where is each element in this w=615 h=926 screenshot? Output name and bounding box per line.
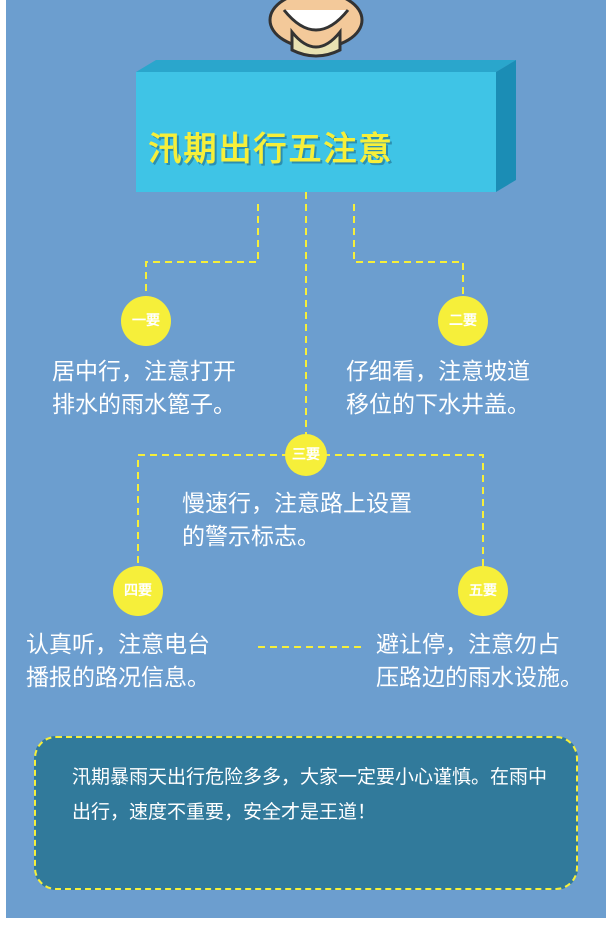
tip-3-text: 慢速行，注意路上设置 的警示标志。 bbox=[182, 488, 412, 554]
tip-4-text: 认真听，注意电台 播报的路况信息。 bbox=[26, 629, 210, 695]
tip-4-line-2: 播报的路况信息。 bbox=[26, 665, 210, 691]
badge-3: 三要 bbox=[285, 434, 327, 476]
tip-2-line-2: 移位的下水井盖。 bbox=[346, 392, 530, 418]
tip-2-text: 仔细看，注意坡道 移位的下水井盖。 bbox=[346, 356, 530, 422]
tip-5-line-2: 压路边的雨水设施。 bbox=[376, 665, 583, 691]
tip-1-line-2: 排水的雨水篦子。 bbox=[52, 392, 236, 418]
badge-5: 五要 bbox=[458, 566, 508, 616]
tip-3-line-1: 慢速行，注意路上设置 bbox=[182, 491, 412, 517]
tip-2-line-1: 仔细看，注意坡道 bbox=[346, 359, 530, 385]
tip-4-line-1: 认真听，注意电台 bbox=[26, 632, 210, 658]
tip-5-line-1: 避让停，注意勿占 bbox=[376, 632, 560, 658]
badge-4: 四要 bbox=[113, 566, 163, 616]
connector-lines bbox=[137, 192, 484, 648]
title-text: 汛期出行五注意 bbox=[148, 129, 394, 168]
title-box-top bbox=[136, 60, 516, 72]
summary-note-text: 汛期暴雨天出行危险多多，大家一定要小心谨慎。在雨中出行，速度不重要，安全才是王道… bbox=[72, 766, 548, 823]
infographic-canvas: 汛期出行五注意 一要 二要 三要 四要 五要 居中行，注意打开 排水的雨水篦子。… bbox=[6, 0, 606, 918]
summary-note-box: 汛期暴雨天出行危险多多，大家一定要小心谨慎。在雨中出行，速度不重要，安全才是王道… bbox=[34, 736, 578, 890]
tip-1-text: 居中行，注意打开 排水的雨水篦子。 bbox=[52, 356, 236, 422]
title-box-side bbox=[496, 60, 516, 192]
tip-1-line-1: 居中行，注意打开 bbox=[52, 359, 236, 385]
tip-3-line-2: 的警示标志。 bbox=[182, 524, 320, 550]
title-box-front bbox=[136, 72, 496, 192]
diagram-art bbox=[136, 0, 516, 648]
tip-5-text: 避让停，注意勿占 压路边的雨水设施。 bbox=[376, 629, 583, 695]
badge-1: 一要 bbox=[121, 296, 171, 346]
badge-2: 二要 bbox=[438, 296, 488, 346]
